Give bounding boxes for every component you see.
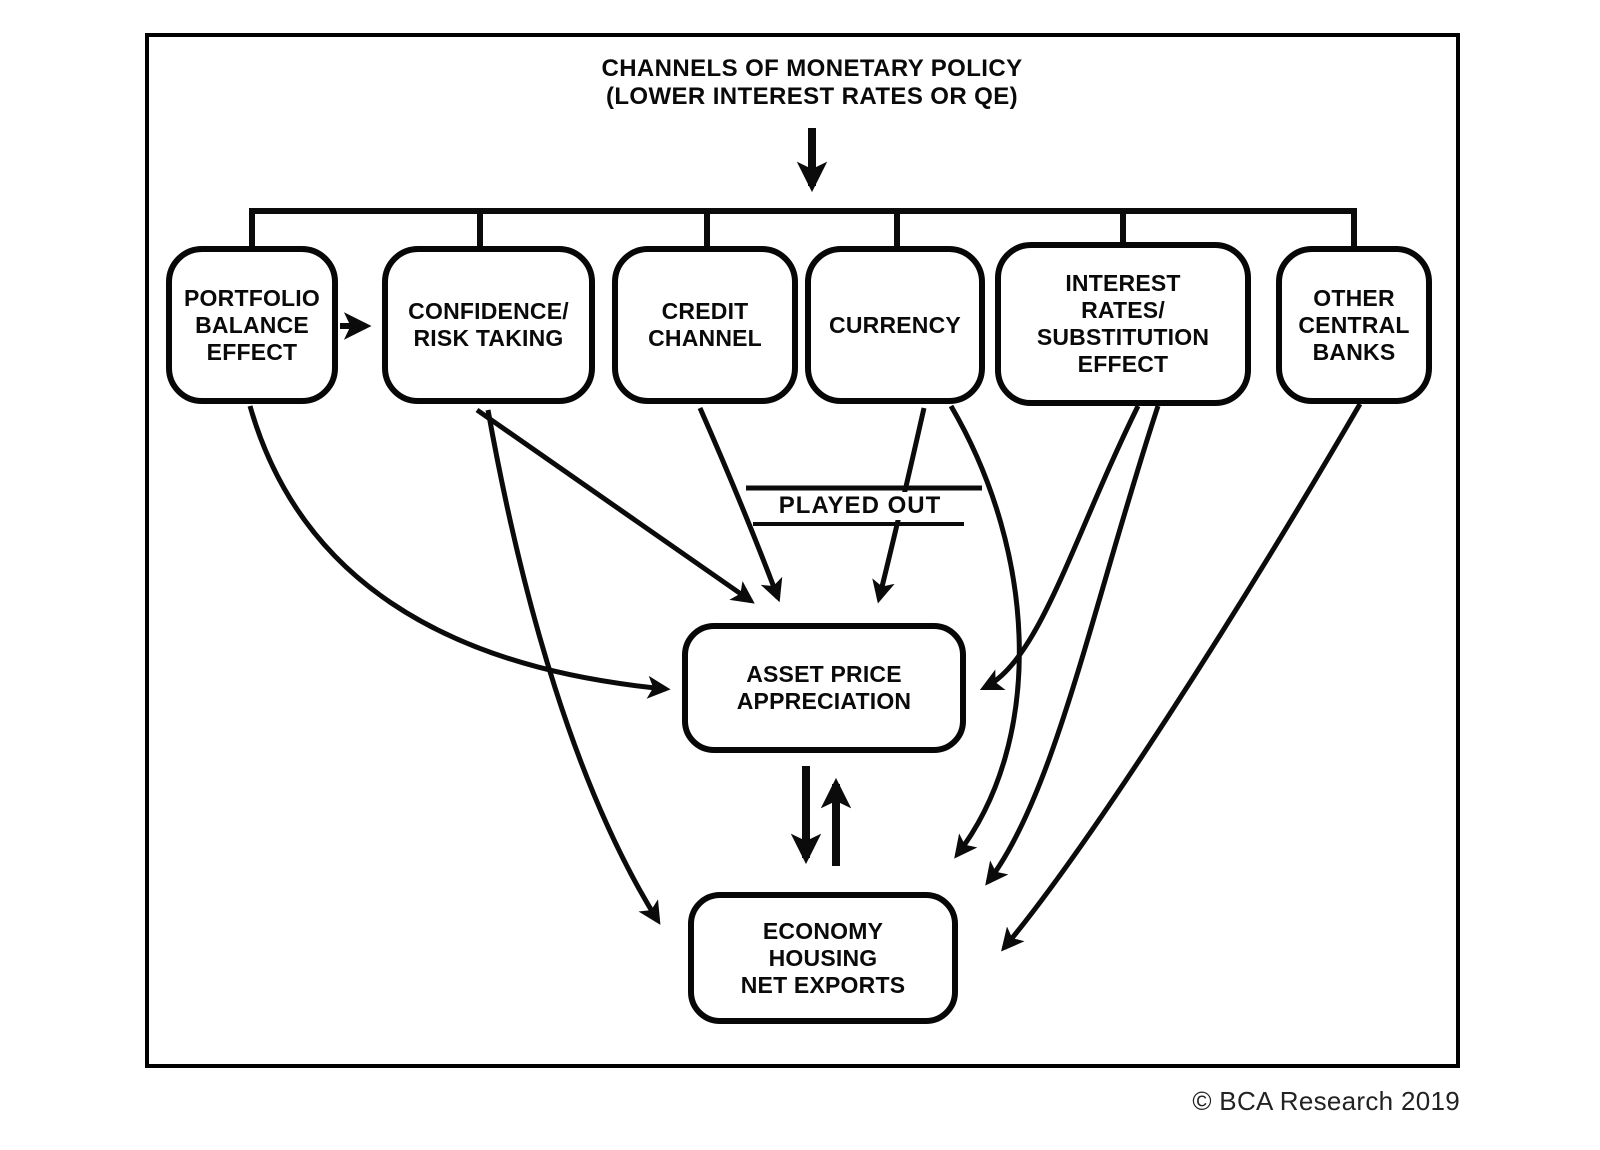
node-confidence-risk-taking: CONFIDENCE/ RISK TAKING	[382, 246, 595, 404]
diagram-title-line2: (LOWER INTEREST RATES OR QE)	[605, 83, 1019, 110]
arrow-interest-to-economy	[985, 405, 1161, 886]
arrow-confidence-to-economy	[485, 409, 661, 925]
node-currency: CURRENCY	[805, 246, 985, 404]
node-label-line: BALANCE	[195, 311, 309, 338]
node-label-line: NET EXPORTS	[740, 971, 906, 998]
node-label-line: SUBSTITUTION	[1036, 324, 1210, 350]
node-label-line: RISK TAKING	[413, 325, 564, 351]
node-label-line: CENTRAL	[1298, 311, 1410, 338]
node-label-line: CHANNEL	[648, 325, 762, 351]
node-interest-rates-substitution-effect: INTEREST RATES/ SUBSTITUTION EFFECT	[995, 242, 1251, 406]
node-economy-housing-net-exports: ECONOMY HOUSING NET EXPORTS	[688, 892, 958, 1024]
diagram-title-line1: CHANNELS OF MONETARY POLICY	[601, 55, 1023, 82]
node-label-line: PORTFOLIO	[184, 284, 320, 311]
node-label-line: OTHER	[1313, 284, 1395, 311]
node-label-line: BANKS	[1312, 338, 1396, 365]
node-asset-price-appreciation: ASSET PRICE APPRECIATION	[682, 623, 966, 753]
node-label-line: EFFECT	[206, 338, 298, 365]
node-label-line: HOUSING	[768, 944, 878, 971]
node-label-line: INTEREST	[1065, 270, 1181, 296]
node-label-line: EFFECT	[1077, 351, 1169, 377]
arrow-credit-to-asset	[697, 406, 783, 603]
node-portfolio-balance-effect: PORTFOLIO BALANCE EFFECT	[166, 246, 338, 404]
node-label-line: ECONOMY	[762, 917, 884, 944]
node-label-line: CREDIT	[661, 298, 749, 324]
node-label-line: CURRENCY	[829, 311, 961, 338]
node-label-line: CONFIDENCE/	[408, 298, 569, 324]
arrow-interest-to-asset	[979, 404, 1141, 691]
node-label-line: APPRECIATION	[736, 688, 912, 714]
arrow-other-banks-to-economy	[1001, 402, 1363, 952]
arrow-portfolio-to-asset	[247, 405, 671, 699]
played-out-label: PLAYED OUT	[763, 492, 957, 520]
node-label-line: RATES/	[1081, 297, 1165, 323]
node-other-central-banks: OTHER CENTRAL BANKS	[1276, 246, 1432, 404]
arrow-currency-to-economy	[948, 404, 1022, 859]
diagram-title: CHANNELS OF MONETARY POLICY (LOWER INTER…	[412, 55, 1212, 111]
node-label-line: ASSET PRICE	[746, 661, 902, 687]
copyright-notice: © BCA Research 2019	[1192, 1086, 1460, 1116]
arrow-confidence-to-asset	[475, 407, 755, 604]
node-credit-channel: CREDIT CHANNEL	[612, 246, 798, 404]
diagram-border	[145, 33, 1460, 1068]
